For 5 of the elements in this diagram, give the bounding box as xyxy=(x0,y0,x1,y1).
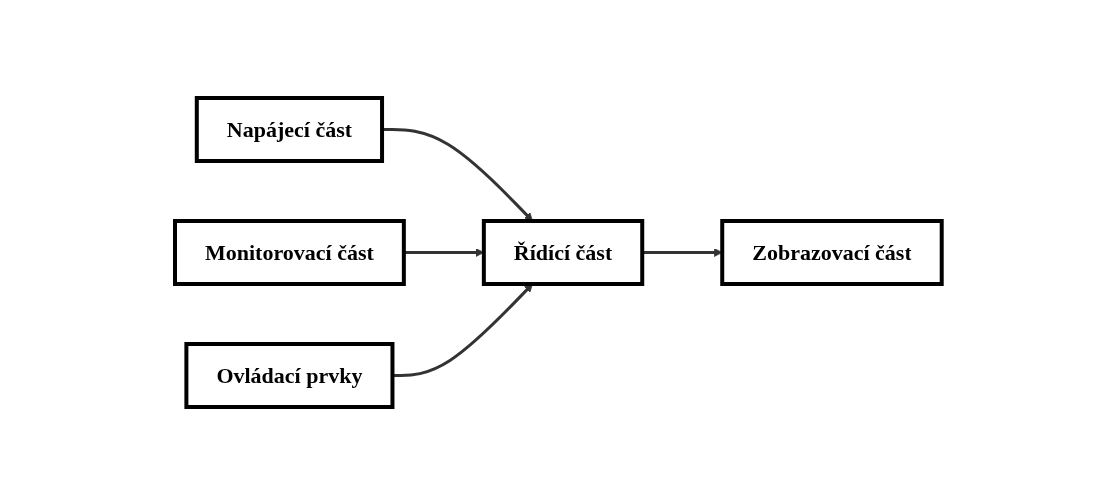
node-box: Monitorovací část xyxy=(173,218,406,286)
node-box: Ovládací prvky xyxy=(184,341,395,409)
node-box: Zobrazovací část xyxy=(720,218,944,286)
node-box: Napájecí část xyxy=(194,95,385,163)
node-box: Řídící část xyxy=(482,218,645,286)
